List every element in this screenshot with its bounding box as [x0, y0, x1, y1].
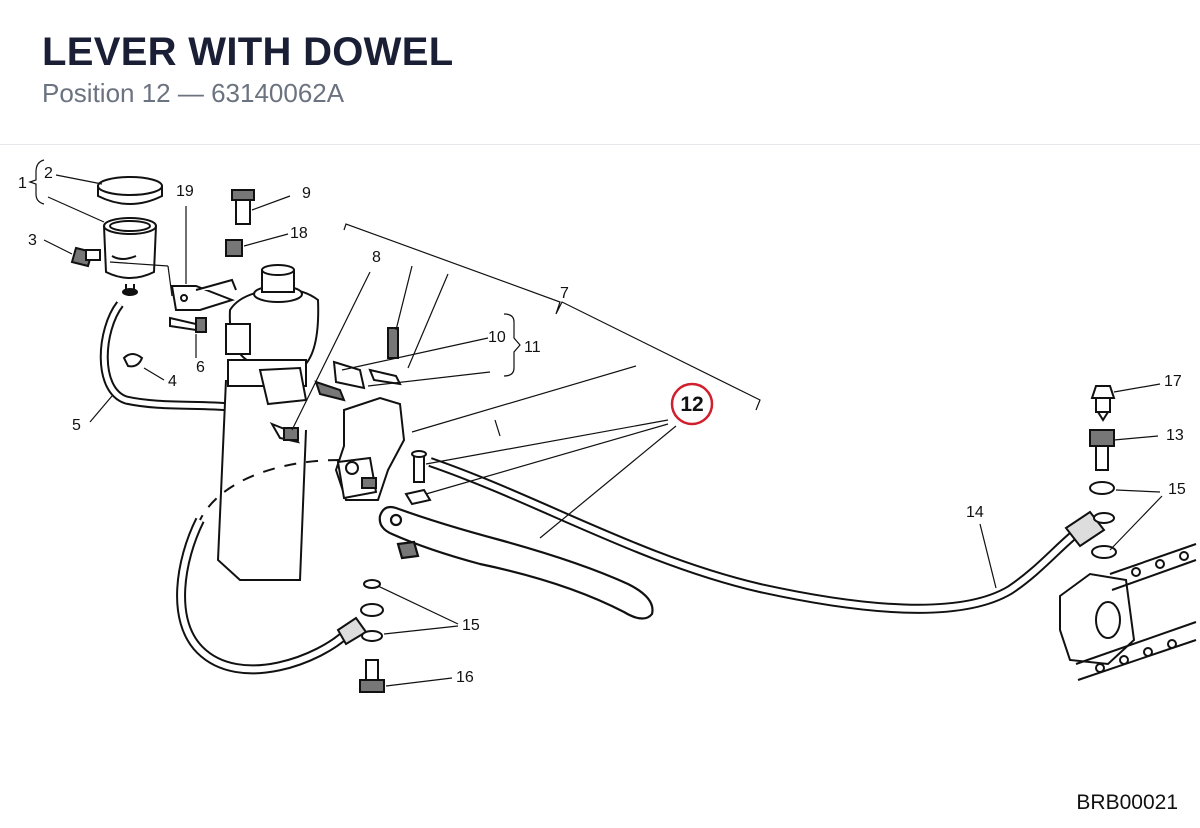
brake-hose[interactable]	[428, 457, 1084, 614]
brake-caliper[interactable]	[1059, 572, 1136, 666]
callout-14: 14	[966, 504, 984, 521]
bleeder-valve[interactable]	[1090, 385, 1116, 422]
callout-17: 17	[1164, 373, 1182, 390]
callout-1: 1	[18, 175, 27, 192]
drive-chain	[1075, 543, 1197, 681]
callout-6: 6	[196, 359, 205, 376]
bracket-screw[interactable]	[169, 316, 207, 333]
diagram-code: BRB00021	[1076, 791, 1178, 814]
callout-4: 4	[168, 373, 177, 390]
callout-2: 2	[44, 165, 53, 182]
hose-clip[interactable]	[122, 353, 144, 368]
callout-13: 13	[1166, 427, 1184, 444]
brake-lever[interactable]	[378, 505, 654, 620]
callout-15-right: 15	[1168, 481, 1186, 498]
brake-hose-dashed	[199, 459, 341, 521]
lever-dowel-pin[interactable]	[411, 450, 427, 483]
callout-11: 11	[524, 339, 541, 356]
callout-12: 12	[680, 393, 703, 416]
callout-9: 9	[302, 185, 311, 202]
highlight-ring	[670, 382, 714, 426]
reservoir-body[interactable]	[103, 217, 157, 296]
page-title: LEVER WITH DOWEL	[42, 30, 454, 74]
banjo-bolt[interactable]	[359, 659, 385, 693]
master-cylinder-screw[interactable]	[231, 189, 255, 225]
callout-3: 3	[28, 232, 37, 249]
header-divider	[0, 144, 1200, 145]
reservoir-fitting[interactable]	[70, 246, 101, 268]
leader-lines	[28, 159, 1163, 687]
master-cylinder[interactable]	[216, 264, 320, 581]
reservoir-bracket[interactable]	[170, 278, 237, 311]
page-subtitle: Position 12 — 63140062A	[42, 78, 345, 108]
brake-switch[interactable]	[314, 327, 402, 402]
callout-15-left: 15	[462, 617, 480, 634]
sealing-washer-right[interactable]	[1089, 481, 1117, 559]
callout-5: 5	[72, 417, 81, 434]
highlighted-callout[interactable]: 12	[670, 382, 714, 426]
lever-nut[interactable]	[404, 488, 432, 506]
lever-mount[interactable]	[334, 396, 406, 501]
callout-7: 7	[560, 285, 569, 302]
callout-10: 10	[488, 329, 506, 346]
callout-18: 18	[290, 225, 308, 242]
callout-19: 19	[176, 183, 194, 200]
callout-16: 16	[456, 669, 474, 686]
banjo-fitting[interactable]	[269, 422, 301, 444]
caliper-banjo-bolt[interactable]	[1089, 429, 1115, 471]
reservoir-cap[interactable]	[97, 176, 163, 205]
brake-hose-left[interactable]	[176, 517, 352, 675]
callout-labels: 1 2 3 4 5 6 7 8 9 10 11 13 14 15 15 16 1…	[18, 165, 1186, 686]
sealing-washer-left[interactable]	[360, 579, 384, 642]
callout-8: 8	[372, 249, 381, 266]
exploded-parts-diagram: 1 2 3 4 5 6 7 8 9 10 11 13 14 15 15 16 1…	[18, 159, 1197, 693]
master-cylinder-washer[interactable]	[225, 239, 243, 257]
